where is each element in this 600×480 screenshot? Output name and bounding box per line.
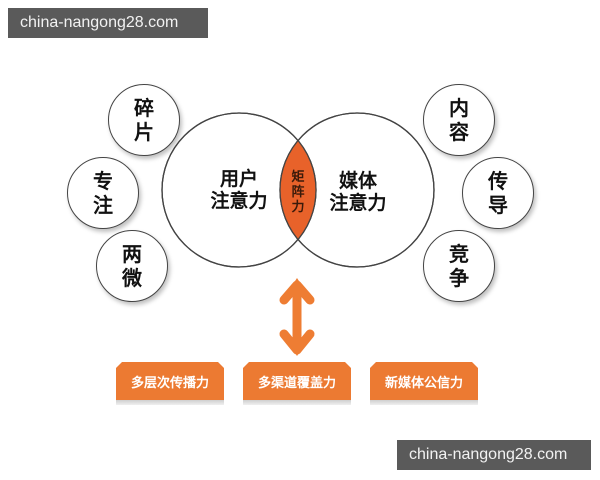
competition-circle: 竞 争 [423, 230, 495, 302]
focus-circle: 专 注 [67, 157, 139, 229]
matrix-power-label: 矩 阵 力 [290, 170, 306, 215]
fragmented-circle: 碎 片 [108, 84, 180, 156]
circle-text: 导 [488, 193, 508, 217]
multi-level-spread-box: 多层次传播力 [116, 362, 224, 400]
double-arrow-icon [279, 280, 315, 355]
content-circle: 内 容 [423, 84, 495, 156]
matrix-char: 力 [291, 200, 305, 215]
guidance-circle: 传 导 [462, 157, 534, 229]
multi-channel-coverage-box: 多渠道覆盖力 [243, 362, 351, 400]
circle-text: 碎 [134, 96, 154, 120]
media-attention-line1: 媒体 [338, 170, 377, 192]
box-shadow [370, 400, 478, 405]
watermark-bottom: china-nangong28.com [397, 440, 591, 470]
circle-text: 争 [449, 266, 469, 290]
new-media-credibility-box: 新媒体公信力 [370, 362, 478, 400]
circle-text: 微 [122, 266, 142, 290]
user-attention-line1: 用户 [219, 168, 258, 190]
media-attention-line2: 注意力 [329, 192, 387, 214]
circle-text: 两 [122, 242, 142, 266]
watermark-top: china-nangong28.com [8, 8, 208, 38]
circle-text: 竞 [449, 242, 469, 266]
circle-text: 片 [134, 120, 154, 144]
media-attention-label: 媒体 注意力 [308, 170, 408, 214]
circle-text: 注 [93, 193, 113, 217]
circle-text: 内 [449, 96, 469, 120]
user-attention-line2: 注意力 [210, 190, 268, 212]
matrix-char: 矩 [291, 170, 305, 185]
two-micro-circle: 两 微 [96, 230, 168, 302]
box-shadow [243, 400, 351, 405]
matrix-char: 阵 [291, 185, 305, 200]
box-shadow [116, 400, 224, 405]
user-attention-label: 用户 注意力 [189, 168, 289, 212]
circle-text: 容 [449, 120, 469, 144]
circle-text: 专 [93, 169, 113, 193]
circle-text: 传 [488, 169, 508, 193]
